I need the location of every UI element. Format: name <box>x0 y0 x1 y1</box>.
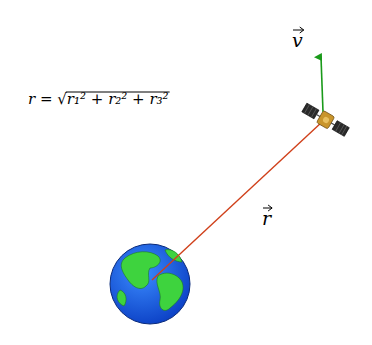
velocity-symbol: v <box>292 28 303 53</box>
satellite <box>301 101 350 138</box>
radius-formula: r = √r₁² + r₂² + r₃² <box>28 90 169 110</box>
position-symbol: r <box>262 206 271 231</box>
position-vector <box>152 122 322 280</box>
velocity-vector <box>321 57 323 112</box>
